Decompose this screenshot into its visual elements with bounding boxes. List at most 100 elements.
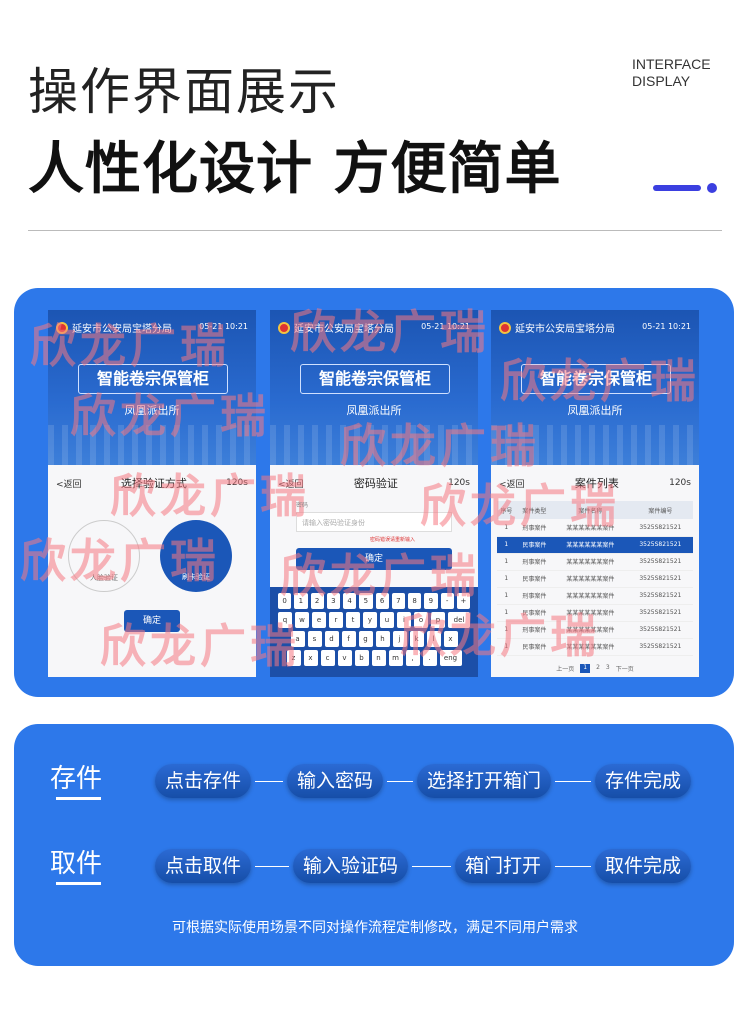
key[interactable]: 1	[294, 593, 308, 609]
key[interactable]: +	[456, 593, 470, 609]
customization-note: 可根据实际使用场景不同对操作流程定制修改，满足不同用户需求	[172, 920, 578, 936]
key[interactable]: eng	[439, 650, 462, 666]
page-link[interactable]: 3	[605, 663, 610, 671]
key[interactable]: 5	[359, 593, 373, 609]
flow-step: 输入验证码	[293, 849, 409, 883]
key[interactable]: c	[320, 650, 335, 666]
confirm-button[interactable]: 确定	[296, 548, 452, 570]
page-link[interactable]: 1	[580, 663, 591, 673]
key[interactable]: 3	[326, 593, 340, 609]
column-header: 序号	[497, 501, 516, 519]
card-verify-option[interactable]: 刷卡验证	[160, 520, 232, 592]
back-button[interactable]: <返回	[56, 479, 82, 490]
key[interactable]: 2	[310, 593, 324, 609]
screen-title: 案件列表	[574, 477, 619, 490]
screen-case-list: 延安市公安局宝塔分局 05-21 10:21 智能卷宗保管柜 凤凰派出所 <返回…	[491, 310, 699, 677]
key[interactable]: a	[290, 631, 305, 647]
key[interactable]: t	[346, 612, 360, 628]
key[interactable]: v	[337, 650, 352, 666]
key[interactable]: 9	[424, 593, 438, 609]
org-label: 延安市公安局宝塔分局	[72, 324, 172, 335]
flow-step: 取件完成	[595, 849, 692, 883]
key[interactable]: e	[312, 612, 326, 628]
key[interactable]: z	[286, 650, 301, 666]
table-cell: 某某某某某某案件	[553, 604, 628, 622]
key[interactable]: u	[380, 612, 394, 628]
page-link[interactable]: 上一页	[556, 665, 575, 673]
brand-title: 智能卷宗保管柜	[521, 364, 671, 394]
page-link[interactable]: 2	[596, 663, 600, 671]
key[interactable]: 6	[375, 593, 389, 609]
key[interactable]: s	[307, 631, 322, 647]
table-cell: 3525S821521	[627, 604, 693, 622]
key[interactable]: del	[448, 612, 470, 628]
key[interactable]: 8	[408, 593, 422, 609]
key[interactable]: x	[303, 650, 318, 666]
key[interactable]: y	[363, 612, 377, 628]
face-verify-option[interactable]: 人脸验证	[68, 520, 140, 592]
key[interactable]: j	[392, 631, 407, 647]
brand-title: 智能卷宗保管柜	[78, 364, 228, 394]
flow-step: 箱门打开	[455, 849, 552, 883]
key[interactable]: x	[443, 631, 458, 647]
key[interactable]: .	[422, 650, 437, 666]
error-message: 密码错误请重新输入	[370, 537, 416, 543]
screen-title: 选择验证方式	[120, 477, 187, 490]
key[interactable]: -	[440, 593, 454, 609]
table-cell: 1	[497, 536, 516, 554]
key[interactable]: g	[358, 631, 373, 647]
key[interactable]: p	[431, 612, 445, 628]
password-input[interactable]: 请输入密码验证身份	[296, 512, 452, 532]
key[interactable]: q	[278, 612, 292, 628]
page-link[interactable]: 下一页	[615, 665, 634, 673]
table-cell: 1	[497, 638, 516, 656]
key[interactable]: f	[341, 631, 356, 647]
screen-header: 延安市公安局宝塔分局 05-21 10:21 智能卷宗保管柜 凤凰派出所	[270, 310, 478, 465]
key[interactable]: ,	[405, 650, 420, 666]
table-cell: 某某某某某某案件	[553, 638, 628, 656]
table-cell: 某某某某某某案件	[553, 553, 628, 571]
key[interactable]: w	[295, 612, 309, 628]
key[interactable]: m	[388, 650, 403, 666]
key[interactable]: 4	[343, 593, 357, 609]
org-name: 延安市公安局宝塔分局	[278, 320, 394, 335]
flow-connector	[555, 866, 591, 867]
datetime: 05-21 10:21	[199, 322, 248, 331]
table-cell: 3525S821521	[627, 621, 693, 639]
password-label: 密码	[296, 502, 309, 509]
key[interactable]: 0	[278, 593, 292, 609]
table-cell: 3525S821521	[627, 553, 693, 571]
flow-step: 选择打开箱门	[417, 764, 552, 798]
key[interactable]: k	[409, 631, 424, 647]
table-cell: 1	[497, 519, 516, 537]
key[interactable]: 7	[391, 593, 405, 609]
police-emblem-icon	[56, 321, 68, 334]
back-button[interactable]: <返回	[278, 479, 304, 490]
key[interactable]: h	[375, 631, 390, 647]
key[interactable]: l	[426, 631, 441, 647]
datetime: 05-21 10:21	[421, 322, 470, 331]
city-skyline	[491, 425, 699, 465]
key[interactable]: i	[397, 612, 411, 628]
key[interactable]: o	[414, 612, 428, 628]
key[interactable]: d	[324, 631, 339, 647]
confirm-button[interactable]: 确定	[124, 610, 180, 632]
key[interactable]: b	[354, 650, 369, 666]
key[interactable]: r	[329, 612, 343, 628]
table-cell: 某某某某某某案件	[553, 519, 628, 537]
screen-verify-method: 延安市公安局宝塔分局 05-21 10:21 智能卷宗保管柜 凤凰派出所 <返回…	[48, 310, 256, 677]
table-cell: 刑事案件	[515, 553, 554, 571]
flow-step: 存件完成	[595, 764, 692, 798]
key[interactable]: n	[371, 650, 386, 666]
back-button[interactable]: <返回	[499, 479, 525, 490]
table-cell: 3525S821521	[627, 587, 693, 605]
